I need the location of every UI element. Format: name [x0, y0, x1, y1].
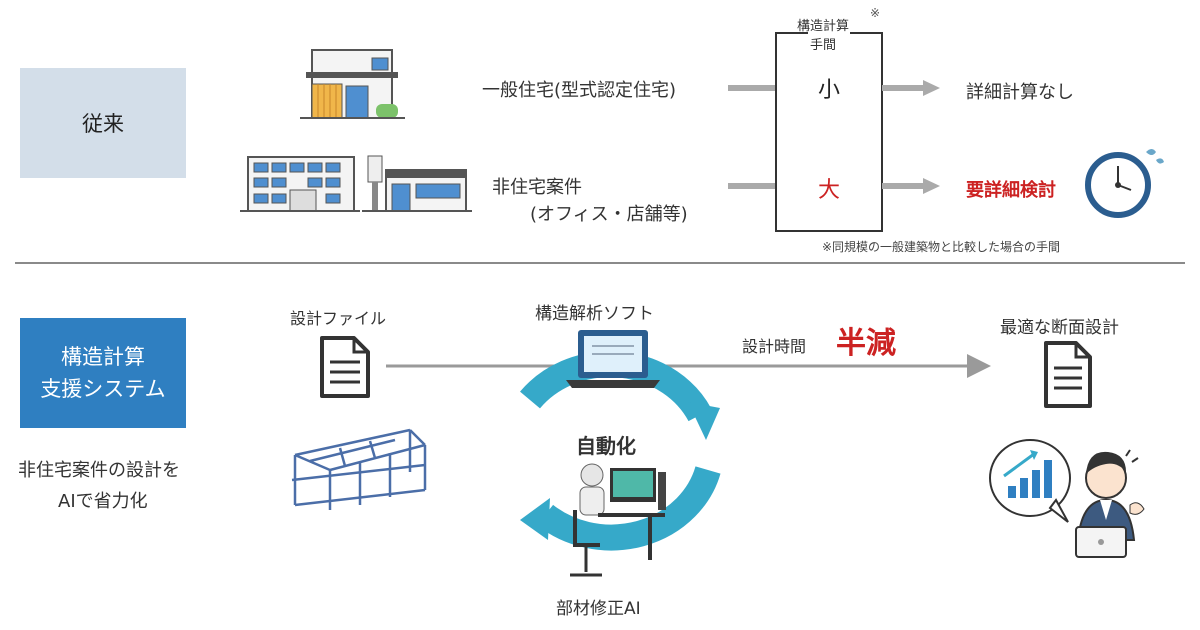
box-header-line1: 構造計算 [797, 19, 850, 34]
system-label-box: 構造計算 支援システム [20, 318, 186, 428]
halved-label: 半減 [836, 326, 896, 361]
effort-small: 小 [818, 78, 841, 103]
large-result-arrow [882, 178, 940, 194]
box-header-mark: ※ [870, 6, 881, 20]
conventional-label: 従来 [82, 112, 124, 136]
robot-workstation-icon [570, 463, 666, 577]
effort-box [775, 32, 883, 232]
clock-icon [1085, 149, 1164, 218]
result-document-icon [1044, 341, 1092, 408]
system-caption-line2: AIで省力化 [58, 491, 148, 512]
system-label-line2: 支援システム [40, 377, 166, 401]
system-caption-line1: 非住宅案件の設計を [18, 460, 180, 481]
nonres-label-line2: (オフィス・店舗等) [530, 204, 688, 225]
small-result-arrow [882, 80, 940, 96]
house-icon [300, 49, 405, 119]
laptop-icon [566, 330, 660, 388]
steel-frame-icon [291, 428, 427, 510]
footnote: ※同規模の一般建築物と比較した場合の手間 [822, 240, 1061, 254]
shop-icon [362, 155, 472, 212]
growth-chart-bubble [989, 439, 1071, 523]
nonres-label-line1: 非住宅案件 [492, 177, 582, 198]
office-building-icon [240, 156, 360, 212]
house-label: 一般住宅(型式認定住宅) [482, 80, 677, 101]
engineer-person-icon [1075, 449, 1145, 558]
design-file-label: 設計ファイル [290, 309, 387, 328]
document-icon [320, 336, 370, 398]
conventional-label-box: 従来 [20, 68, 186, 178]
design-time-label: 設計時間 [742, 337, 807, 356]
result-detail-required: 要詳細検討 [966, 180, 1056, 201]
optimal-section-label: 最適な断面設計 [1000, 318, 1119, 338]
automation-label: 自動化 [576, 434, 636, 458]
software-label: 構造解析ソフト [535, 304, 654, 324]
result-no-detail: 詳細計算なし [966, 82, 1074, 103]
effort-large: 大 [818, 178, 841, 203]
box-header-line2: 手間 [810, 38, 837, 53]
system-label-line1: 構造計算 [61, 345, 145, 369]
member-ai-label: 部材修正AI [556, 599, 641, 619]
